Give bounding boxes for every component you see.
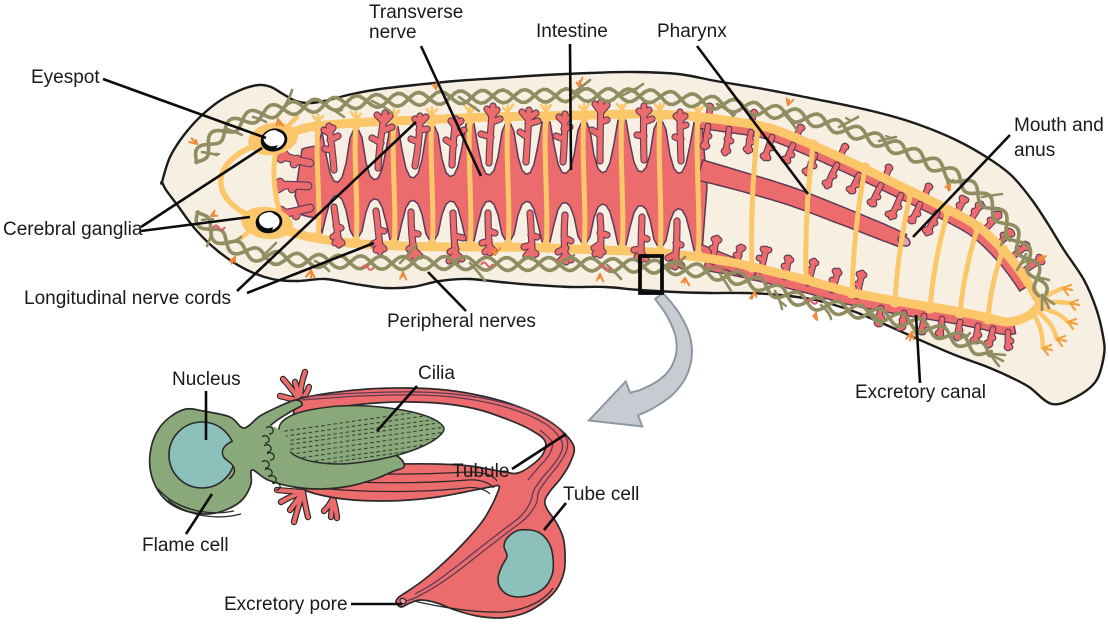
svg-text:Longitudinal nerve cords: Longitudinal nerve cords — [24, 288, 231, 309]
svg-text:Excretory canal: Excretory canal — [855, 382, 986, 403]
svg-text:Tubule: Tubule — [452, 461, 509, 482]
svg-text:Mouth and: Mouth and — [1014, 115, 1104, 136]
svg-text:Nucleus: Nucleus — [172, 369, 241, 390]
svg-text:Excretory pore: Excretory pore — [224, 594, 348, 615]
svg-text:Pharynx: Pharynx — [657, 21, 727, 42]
svg-text:Flame cell: Flame cell — [142, 535, 229, 556]
svg-text:Eyespot: Eyespot — [31, 67, 100, 88]
svg-text:Peripheral nerves: Peripheral nerves — [387, 311, 536, 332]
svg-text:Transverse: Transverse — [369, 2, 463, 23]
svg-text:anus: anus — [1014, 140, 1055, 161]
svg-text:Cilia: Cilia — [418, 363, 455, 384]
svg-text:Cerebral ganglia: Cerebral ganglia — [3, 219, 143, 240]
svg-text:Tube cell: Tube cell — [563, 484, 639, 505]
svg-text:Intestine: Intestine — [536, 21, 608, 42]
svg-text:nerve: nerve — [369, 22, 417, 43]
